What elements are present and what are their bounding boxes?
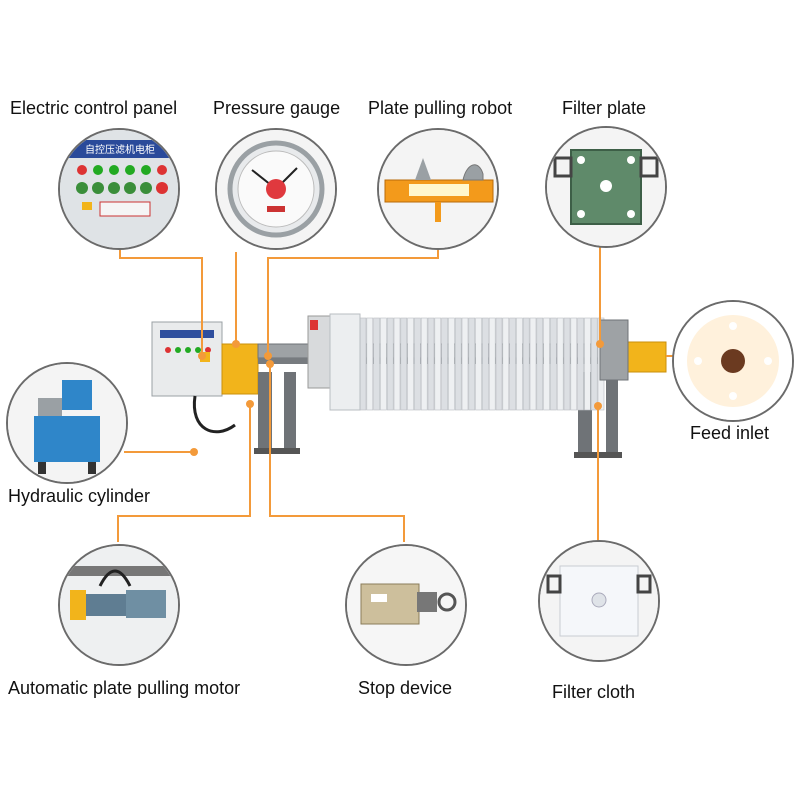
filter-plate-element bbox=[427, 317, 435, 411]
filter-plate-element bbox=[529, 317, 537, 411]
filter-plate-element bbox=[380, 317, 387, 411]
automatic-plate-pulling-motor-detail bbox=[58, 544, 180, 666]
electric-control-panel-detail: 自控压滤机电柜 bbox=[58, 128, 180, 250]
label-stop-device: Stop device bbox=[358, 678, 453, 698]
filter-cloth-drape bbox=[329, 313, 361, 411]
filter-plate-element bbox=[584, 317, 591, 411]
control-cabinet bbox=[151, 321, 223, 397]
filter-plate-element bbox=[475, 317, 482, 411]
filter-plate-element bbox=[461, 317, 469, 411]
panel-title: 自控压滤机电柜 bbox=[85, 143, 155, 156]
filter-plate-element bbox=[509, 317, 516, 411]
filter-plate-pack bbox=[329, 313, 605, 411]
filter-plate-element bbox=[502, 317, 510, 411]
filter-plate-element bbox=[414, 317, 421, 411]
label-feed-inlet: Feed inlet bbox=[690, 423, 770, 443]
stop-device-detail bbox=[345, 544, 467, 666]
filter-plate-element bbox=[495, 317, 503, 411]
filter-plate-element bbox=[393, 317, 401, 411]
filter-plate-element bbox=[488, 317, 496, 411]
filter-plate-element bbox=[434, 317, 442, 411]
filter-plate-element bbox=[550, 317, 557, 411]
plate-pulling-robot-detail bbox=[377, 128, 499, 250]
filter-plate-element bbox=[468, 317, 476, 411]
filter-plate-element bbox=[570, 317, 578, 411]
label-filter-cloth: Filter cloth bbox=[552, 682, 636, 702]
hydraulic-cylinder-detail bbox=[6, 362, 128, 484]
filter-plate-element bbox=[577, 317, 584, 411]
filter-plate-element bbox=[420, 317, 428, 411]
filter-plate-element bbox=[536, 317, 544, 411]
filter-plate-element bbox=[400, 317, 408, 411]
filter-plate-element bbox=[448, 317, 455, 411]
filter-plate-element bbox=[522, 317, 530, 411]
pressure-gauge-detail bbox=[215, 128, 337, 250]
label-plate-pulling-robot: Plate pulling robot bbox=[368, 98, 513, 118]
filter-plate-element bbox=[454, 317, 462, 411]
filter-cloth-detail bbox=[538, 540, 660, 662]
filter-plate-element bbox=[373, 317, 380, 411]
label-pressure-gauge: Pressure gauge bbox=[213, 98, 341, 118]
filter-plate-element bbox=[441, 317, 448, 411]
filter-plate-element bbox=[366, 317, 374, 411]
filter-plate-element bbox=[482, 317, 489, 411]
filter-plate-element bbox=[386, 317, 394, 411]
filter-plate-element bbox=[543, 317, 550, 411]
label-automatic-plate-pulling-motor: Automatic plate pulling motor bbox=[8, 678, 241, 698]
label-electric-control-panel: Electric control panel bbox=[10, 98, 178, 118]
filter-plate-element bbox=[563, 317, 571, 411]
label-hydraulic-cylinder: Hydraulic cylinder bbox=[8, 486, 151, 506]
filter-plate-element bbox=[556, 317, 564, 411]
filter-plate-element bbox=[590, 317, 598, 411]
label-filter-plate: Filter plate bbox=[562, 98, 647, 118]
filter-plate-element bbox=[516, 317, 523, 411]
filter-plate-element bbox=[407, 317, 414, 411]
filter-plate-detail bbox=[545, 126, 667, 248]
feed-inlet-detail bbox=[672, 300, 794, 422]
